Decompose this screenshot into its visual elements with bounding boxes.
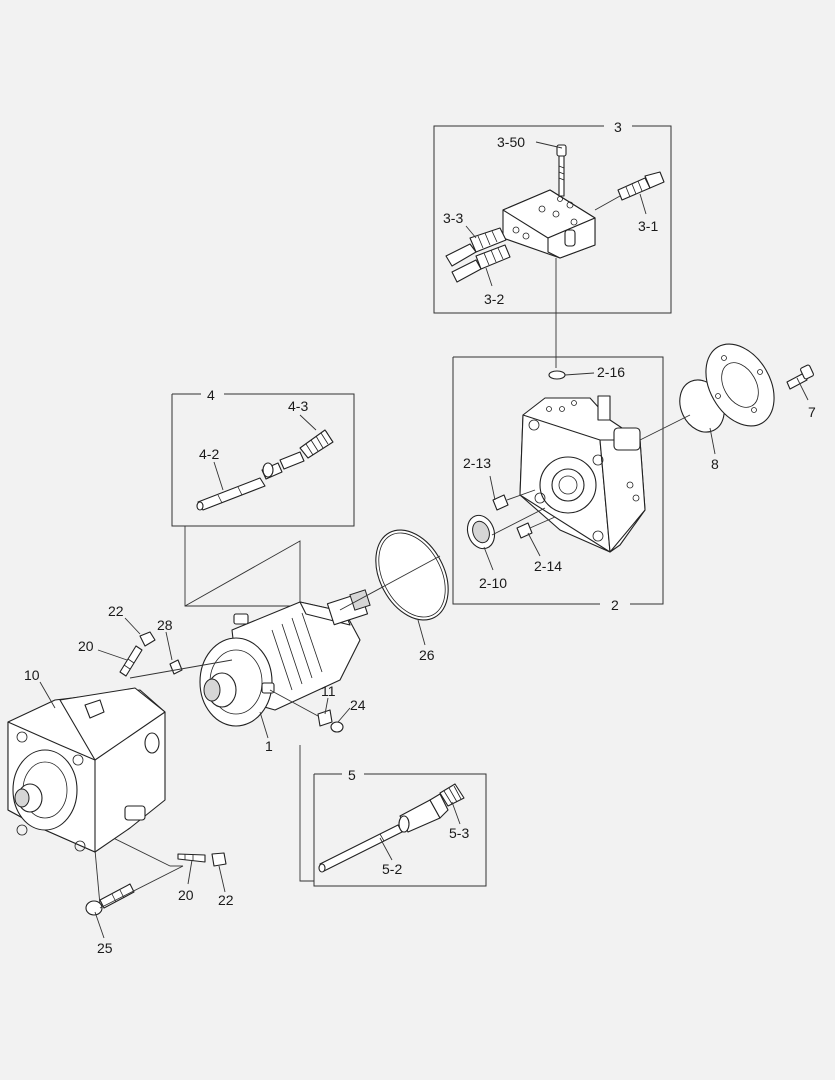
label-2: 2 — [611, 597, 619, 613]
label-4: 4 — [207, 387, 215, 403]
spring-part-4-3 — [299, 429, 334, 459]
label-7: 7 — [808, 404, 816, 420]
label-1: 1 — [265, 738, 273, 754]
leader-lines — [39, 141, 809, 939]
label-4-3: 4-3 — [288, 398, 308, 414]
housing-part-2 — [519, 395, 646, 553]
rotating-group-part-1 — [199, 589, 371, 727]
label-3-50: 3-50 — [497, 134, 525, 150]
cartridge-part-3-3 — [445, 227, 507, 267]
label-3: 3 — [614, 119, 622, 135]
screw-part-7 — [786, 364, 814, 390]
label-8: 8 — [711, 456, 719, 472]
cap-part-24 — [330, 721, 344, 733]
group-box-3 — [433, 124, 672, 314]
plug-part-11 — [269, 689, 333, 727]
label-5-3: 5-3 — [449, 825, 469, 841]
label-3-1: 3-1 — [638, 218, 658, 234]
cartridge-part-3-1 — [594, 171, 665, 211]
label-22-top: 22 — [108, 603, 124, 619]
label-10: 10 — [24, 667, 40, 683]
valve-block-part-3 — [502, 189, 596, 259]
label-2-16: 2-16 — [597, 364, 625, 380]
label-24: 24 — [350, 697, 366, 713]
oring-part-2-16 — [548, 370, 595, 380]
bolt-part-3-50 — [556, 144, 567, 197]
label-20-top: 20 — [78, 638, 94, 654]
label-5-2: 5-2 — [382, 861, 402, 877]
nut-part-22-bottom — [211, 852, 227, 867]
screw-part-20-bottom — [177, 853, 206, 863]
spring-part-5-3 — [439, 783, 465, 807]
main-housing-part-10 — [7, 687, 166, 853]
label-5: 5 — [348, 767, 356, 783]
label-20-bottom: 20 — [178, 887, 194, 903]
screw-part-20-top — [119, 645, 143, 677]
label-22-bottom: 22 — [218, 892, 234, 908]
label-25: 25 — [97, 940, 113, 956]
label-3-2: 3-2 — [484, 291, 504, 307]
label-2-13: 2-13 — [463, 455, 491, 471]
pin-part-28 — [169, 659, 183, 675]
label-11: 11 — [321, 683, 336, 699]
sleeve-part-5 — [398, 793, 449, 833]
bolt-part-25 — [85, 883, 135, 916]
label-3-3: 3-3 — [443, 210, 463, 226]
pin-part-2-13 — [492, 489, 536, 511]
label-2-10: 2-10 — [479, 575, 507, 591]
cover-plate — [705, 343, 775, 427]
spool-part-4-2 — [196, 451, 305, 511]
label-28: 28 — [157, 617, 173, 633]
group-box-4 — [171, 392, 355, 527]
label-26: 26 — [419, 647, 435, 663]
nut-part-22-top — [139, 631, 156, 647]
oring-part-26 — [375, 529, 449, 621]
seal-part-2-10 — [466, 507, 546, 550]
group-box-2 — [452, 356, 664, 606]
cartridge-part-3-2 — [451, 244, 511, 283]
label-4-2: 4-2 — [199, 446, 219, 462]
label-2-14: 2-14 — [534, 558, 562, 574]
callout-labels: 3 3-50 3-3 3-1 3-2 2-16 7 8 4 4-3 4-2 2-… — [24, 119, 816, 956]
group-box-5 — [313, 772, 487, 887]
